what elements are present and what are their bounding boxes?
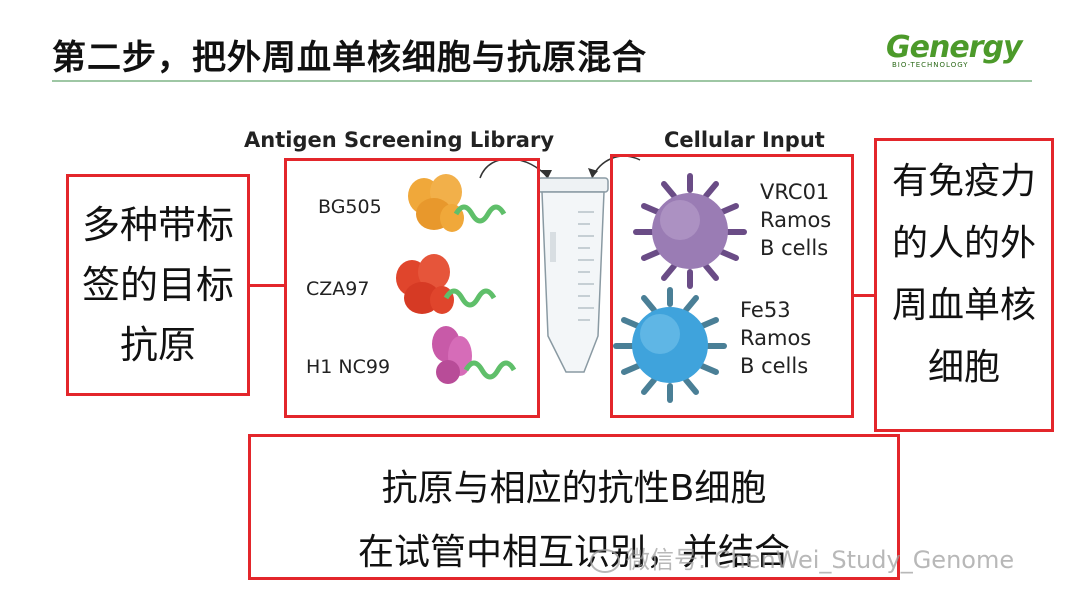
right-callout-text: 有免疫力 的人的外 周血单核 细胞 (877, 151, 1051, 399)
antigen-cza97-icon (396, 254, 497, 314)
wechat-icon (590, 549, 620, 573)
arrow-head-right (588, 168, 598, 178)
cell-label-fe53: Fe53 Ramos B cells (740, 296, 811, 380)
bottom-callout-line: 抗原与相应的抗性B细胞 (381, 468, 767, 509)
antigen-label: H1 NC99 (306, 356, 391, 378)
cell-label-line: Ramos (740, 326, 812, 350)
callout-line: 周血单核 (891, 285, 1036, 326)
cell-label-line: Ramos (760, 208, 832, 232)
watermark-text: 微信号: ChenWei_Study_Genome (626, 546, 1015, 574)
genergy-logo: Genergy BIO-TECHNOLOGY (886, 30, 1046, 76)
logo-subtitle: BIO-TECHNOLOGY (892, 61, 969, 69)
cellular-input-heading: Cellular Input (664, 128, 825, 152)
bottom-callout-line: 在试管中相互识别，并结合 (357, 532, 790, 573)
logo-word: Genergy (886, 30, 1023, 65)
left-connector (250, 284, 286, 287)
library-heading: Antigen Screening Library (244, 128, 555, 152)
cell-label-line: Fe53 (740, 298, 791, 322)
antigen-library-highlight (284, 158, 540, 418)
callout-line: 抗原 (119, 323, 196, 367)
b-cell-vrc01-icon (633, 173, 747, 289)
antigen-h1nc99-icon (432, 326, 517, 384)
callout-line: 签的目标 (81, 263, 234, 307)
antigen-bg505-icon (408, 174, 507, 232)
cell-label-line: B cells (740, 354, 809, 378)
test-tube-icon (537, 177, 609, 373)
arrow-head-left (541, 170, 552, 178)
left-callout-box: 多种带标 签的目标 抗原 (66, 174, 250, 396)
right-callout-box: 有免疫力 的人的外 周血单核 细胞 (874, 138, 1054, 432)
antigen-label: CZA97 (306, 278, 370, 300)
slide-title: 第二步，把外周血单核细胞与抗原混合 (52, 38, 647, 78)
cell-label-line: VRC01 (760, 180, 830, 204)
antigen-label: BG505 (318, 196, 382, 218)
wechat-watermark: 微信号: ChenWei_Study_Genome (590, 540, 1014, 575)
callout-line: 的人的外 (891, 223, 1036, 264)
right-connector (854, 294, 876, 297)
bottom-callout-box: 抗原与相应的抗性B细胞 在试管中相互识别，并结合 (248, 434, 900, 580)
left-callout-text: 多种带标 签的目标 抗原 (69, 195, 247, 375)
callout-line: 多种带标 (81, 203, 234, 247)
cell-label-vrc01: VRC01 Ramos B cells (760, 178, 831, 262)
cellular-input-highlight (610, 154, 854, 418)
callout-line: 有免疫力 (891, 161, 1036, 202)
callout-line: 细胞 (927, 347, 1000, 388)
title-divider (52, 80, 1032, 82)
b-cell-fe53-icon (613, 287, 727, 403)
cell-label-line: B cells (760, 236, 829, 260)
